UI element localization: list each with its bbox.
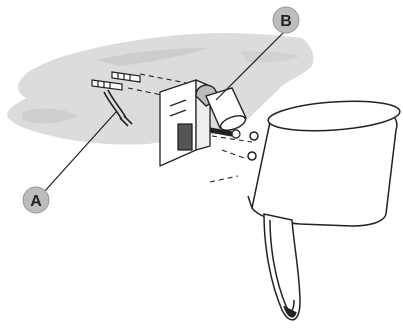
- wall-plug-top: [111, 71, 141, 83]
- callout-label-b: B: [280, 13, 292, 30]
- leader-line-b: [215, 27, 289, 101]
- callout-badge-a: A: [22, 186, 50, 214]
- screws-and-wall-plugs: [91, 71, 241, 139]
- callout-leaders: [43, 27, 289, 193]
- callout-badge-b: B: [272, 6, 300, 34]
- lamp-body: [263, 213, 301, 321]
- callout-label-a: A: [30, 193, 42, 210]
- leader-line-a: [43, 111, 117, 193]
- wall-bracket: [159, 79, 211, 167]
- lamp-shade: [247, 100, 401, 227]
- lamp-arm-socket: [195, 84, 247, 131]
- wall-plug-bottom: [91, 79, 123, 91]
- power-cable: [103, 89, 133, 127]
